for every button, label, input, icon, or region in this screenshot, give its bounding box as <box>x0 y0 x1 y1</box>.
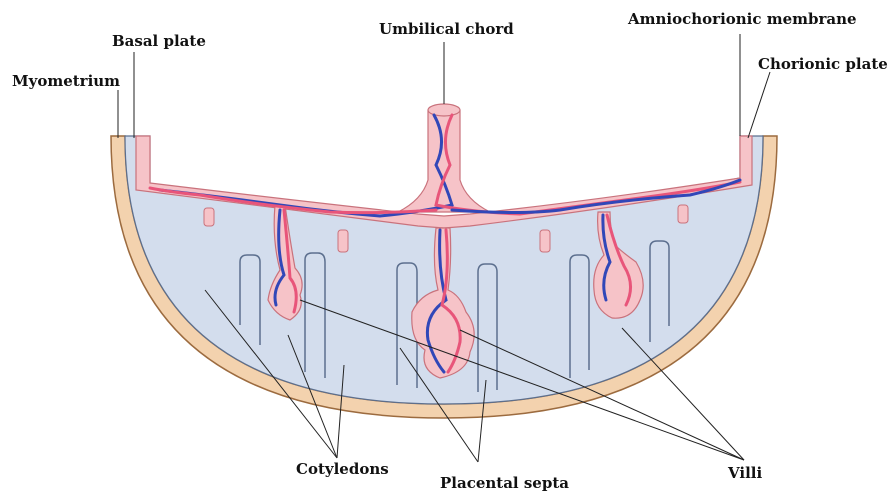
leader-chorionic-plate <box>748 72 770 138</box>
label-amniochorionic-membrane: Amniochorionic membrane <box>628 12 857 27</box>
label-myometrium: Myometrium <box>12 74 120 89</box>
label-umbilical-cord: Umbilical chord <box>379 22 514 37</box>
anchoring-villus <box>204 208 214 226</box>
label-basal-plate: Basal plate <box>112 34 206 49</box>
umbilical-cord <box>398 105 490 212</box>
label-villi: Villi <box>728 466 762 481</box>
label-cotyledons: Cotyledons <box>296 462 389 477</box>
anchoring-villus <box>678 205 688 223</box>
label-placental-septa: Placental septa <box>440 476 569 491</box>
label-chorionic-plate: Chorionic plate <box>758 57 888 72</box>
anchoring-villus <box>540 230 550 252</box>
anchoring-villus <box>338 230 348 252</box>
